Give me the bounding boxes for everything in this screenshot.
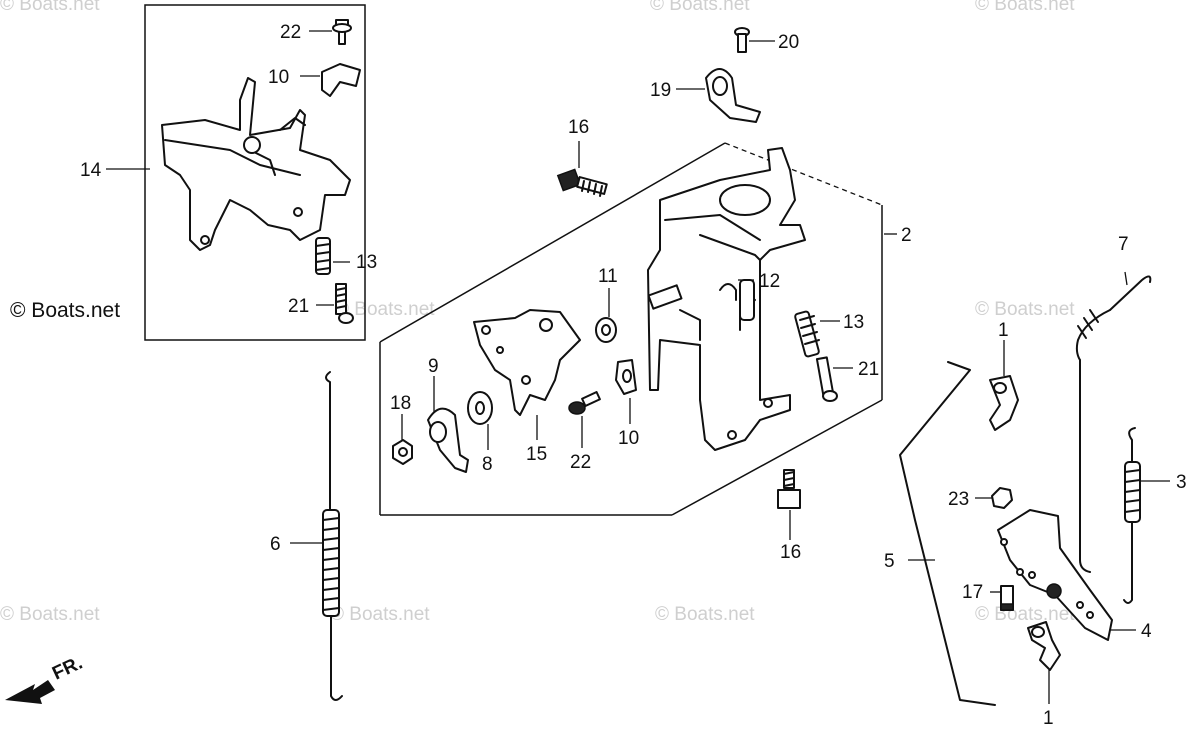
assembly-14-frame [144, 4, 366, 341]
callout-4: 4 [1141, 621, 1152, 642]
callout-1-top: 1 [998, 320, 1009, 341]
watermark: © Boats.net [650, 0, 750, 15]
callout-21-right: 21 [858, 359, 879, 380]
callout-10-top: 10 [268, 67, 289, 88]
callout-16-lower: 16 [780, 542, 801, 563]
callout-5: 5 [884, 551, 895, 572]
leader-lines [106, 30, 1170, 704]
callout-22-middle: 22 [570, 452, 591, 473]
callout-2: 2 [901, 225, 912, 246]
spring-6 [322, 371, 343, 701]
bracket-4 [997, 509, 1113, 641]
watermark: © Boats.net [0, 604, 100, 625]
bolt-16-top [556, 168, 608, 197]
callout-20: 20 [778, 32, 799, 53]
callout-7: 7 [1118, 234, 1129, 255]
clip-10-top [321, 63, 361, 97]
spring-7 [1075, 275, 1152, 573]
front-direction-label: FR. [49, 653, 86, 685]
callout-17: 17 [962, 582, 983, 603]
bolt-20 [734, 27, 750, 53]
callout-13-top: 13 [356, 252, 377, 273]
clip-1-top [989, 375, 1019, 431]
callout-19: 19 [650, 80, 671, 101]
control-bracket-2 [647, 147, 806, 451]
callout-21-top: 21 [288, 296, 309, 317]
bolt-16-lower [777, 469, 801, 509]
link-12 [719, 283, 737, 301]
control-base-bracket-14 [161, 77, 351, 251]
watermark: © Boats.net [655, 604, 755, 625]
clip-10-middle [615, 359, 637, 395]
spring-3 [1123, 427, 1141, 604]
watermark: © Boats.net [0, 0, 100, 15]
watermark: © Boats.net [335, 299, 435, 320]
callout-8: 8 [482, 454, 493, 475]
callout-9: 9 [428, 356, 439, 377]
callout-1-bottom: 1 [1043, 708, 1054, 729]
nut-18 [392, 439, 413, 465]
watermark: © Boats.net [975, 604, 1075, 625]
callout-22-top: 22 [280, 22, 301, 43]
callout-12: 12 [759, 271, 780, 292]
spring-13-right [794, 310, 820, 358]
callouts: 22 10 14 13 21 20 19 16 2 12 13 21 11 10… [80, 22, 1187, 729]
plate-15 [473, 309, 581, 416]
bolt-21-top [335, 283, 354, 324]
callout-23: 23 [948, 489, 969, 510]
callout-10-middle: 10 [618, 428, 639, 449]
callout-16-top: 16 [568, 117, 589, 138]
bolt-17 [1000, 585, 1014, 611]
nut-23 [991, 487, 1013, 509]
bolt-22-middle [568, 390, 601, 415]
callout-13-right: 13 [843, 312, 864, 333]
callout-14: 14 [80, 160, 102, 181]
callout-18: 18 [390, 393, 411, 414]
watermark: © Boats.net [975, 0, 1075, 15]
lever-9 [427, 407, 469, 473]
callout-3: 3 [1176, 472, 1187, 493]
clamp-19 [705, 68, 761, 123]
callout-6: 6 [270, 534, 281, 555]
callout-15: 15 [526, 444, 547, 465]
callout-11: 11 [598, 266, 618, 287]
watermark: © Boats.net [975, 299, 1075, 320]
washer-11 [595, 317, 617, 343]
bolt-21-right [815, 356, 838, 402]
washer-8 [467, 391, 493, 425]
assembly-2-frame [379, 142, 883, 516]
rod-5 [899, 361, 996, 706]
spring-13-top [315, 237, 331, 275]
watermark: © Boats.net [330, 604, 430, 625]
clip-1-bottom [1027, 621, 1061, 671]
bolt-22-top [332, 19, 352, 45]
watermarks-faint: © Boats.net © Boats.net © Boats.net © Bo… [0, 0, 1075, 625]
watermark-dark: © Boats.net [10, 299, 120, 322]
front-direction-arrow: FR. [5, 653, 86, 704]
